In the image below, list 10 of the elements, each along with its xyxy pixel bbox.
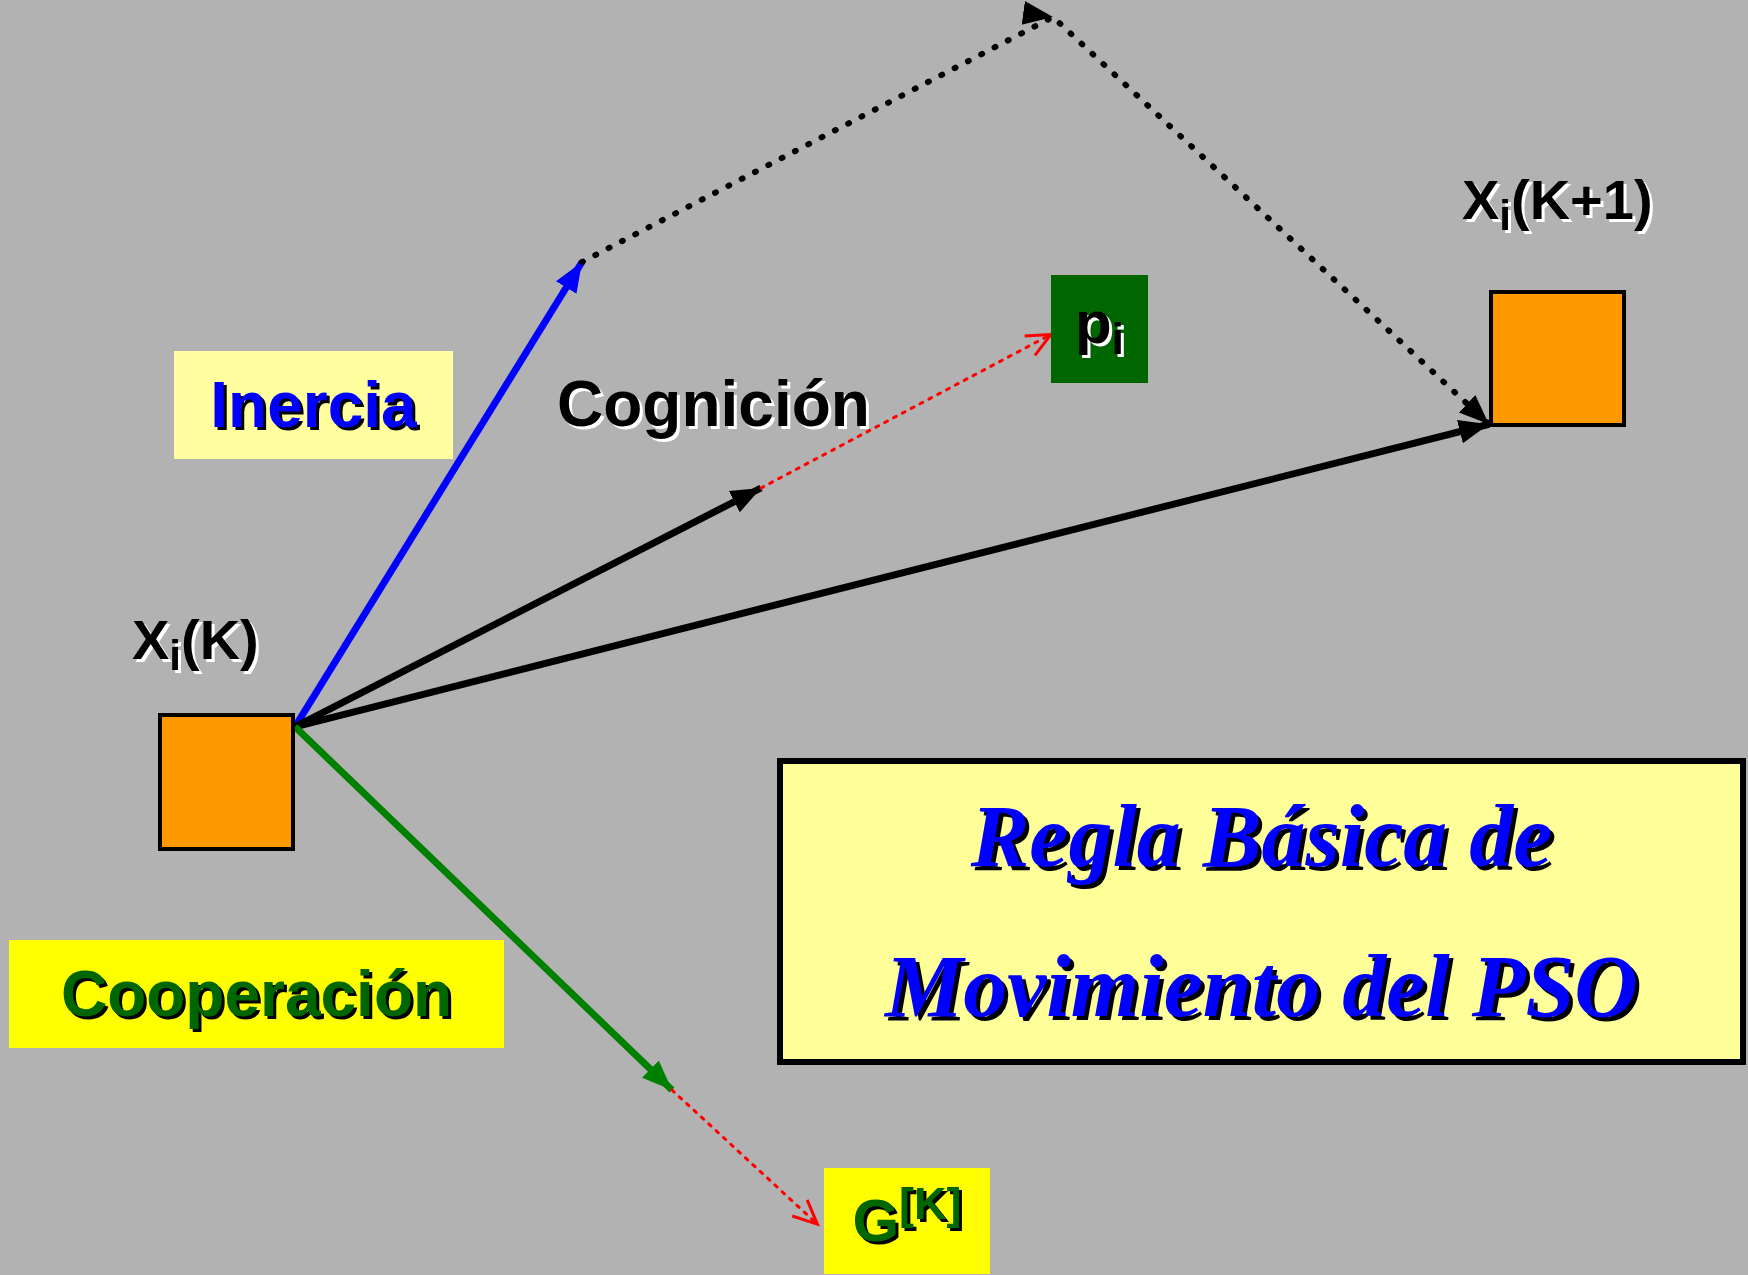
label-box: G$^{[K]}$ (824, 1168, 990, 1274)
title-box: Regla Básica de Movimiento del PSO (777, 758, 1746, 1065)
particle-square (1489, 290, 1626, 427)
label-box: Cooperación (9, 940, 504, 1048)
dotted-arrow (759, 332, 1053, 490)
dotted-arrow (670, 1088, 819, 1226)
label-box: p$_{i}$ (1051, 275, 1148, 383)
particle-square (158, 713, 295, 851)
label-box: Inercia (174, 351, 453, 459)
vector-label: Cognición (557, 367, 870, 442)
